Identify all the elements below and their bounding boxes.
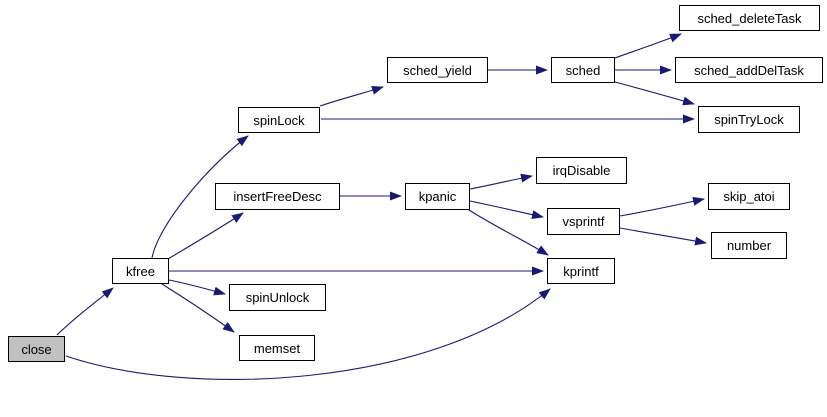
node-label: kfree [126,263,155,279]
edge-vsprintf-to-skip_atoi [619,196,705,217]
node-label: spinLock [253,112,305,128]
edge-close-to-kfree [56,287,114,336]
node-label: vsprintf [562,214,605,229]
node-sched_addDelTask[interactable]: sched_addDelTask [675,57,823,83]
node-spinTryLock[interactable]: spinTryLock [698,106,800,133]
edge-kpanic-to-irqDisable [469,173,533,190]
node-kpanic[interactable]: kpanic [405,183,470,210]
edge-kfree-to-spinUnlock [168,279,226,296]
node-label: sched [565,62,601,78]
node-number[interactable]: number [711,232,787,259]
node-label: number [726,238,772,253]
node-skip_atoi[interactable]: skip_atoi [708,183,790,210]
edge-kfree-to-memset [161,283,235,333]
edge-group [56,33,707,380]
node-label: kprintf [563,263,599,279]
node-label: kpanic [418,189,457,204]
edge-sched-to-spinTryLock [614,81,695,106]
node-close: close [8,336,65,362]
node-label: irqDisable [552,163,611,178]
node-memset[interactable]: memset [239,335,315,361]
edge-kpanic-to-vsprintf [469,200,544,220]
node-sched[interactable]: sched [551,57,615,83]
node-label: close [21,341,52,357]
edge-spinLock-to-sched_yield [319,86,384,107]
node-label: insertFreeDesc [233,189,322,204]
node-spinLock[interactable]: spinLock [238,107,320,133]
edge-kpanic-to-kprintf [468,209,549,256]
node-label: sched_deleteTask [697,10,802,26]
node-label: spinUnlock [245,290,310,305]
edge-sched-to-sched_deleteTask [614,33,682,59]
node-kfree[interactable]: kfree [112,258,169,284]
node-label: sched_yield [403,62,472,78]
node-kprintf[interactable]: kprintf [547,258,615,284]
node-sched_yield[interactable]: sched_yield [387,57,488,83]
node-label: spinTryLock [714,112,784,127]
node-spinUnlock[interactable]: spinUnlock [229,284,326,311]
edge-kfree-to-insertFreeDesc [167,212,244,260]
node-irqDisable[interactable]: irqDisable [536,157,627,184]
node-label: skip_atoi [723,189,775,204]
node-insertFreeDesc[interactable]: insertFreeDesc [215,183,340,210]
node-vsprintf[interactable]: vsprintf [547,208,620,235]
node-label: memset [253,340,301,356]
edge-vsprintf-to-number [619,227,707,246]
node-label: sched_addDelTask [694,62,804,78]
node-sched_deleteTask[interactable]: sched_deleteTask [679,5,820,31]
